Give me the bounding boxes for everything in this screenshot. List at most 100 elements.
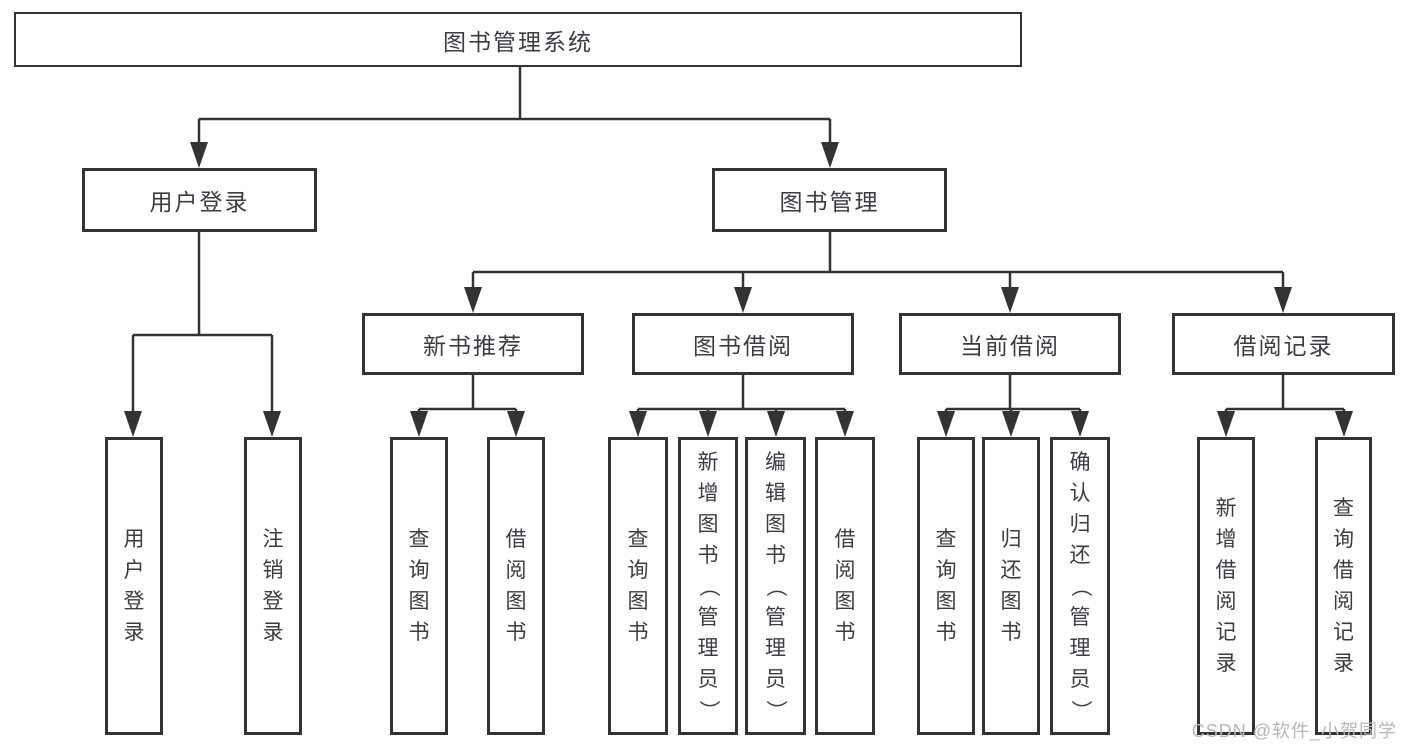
- node-label-char: 增: [697, 481, 719, 505]
- connector-arrowhead: [767, 411, 785, 437]
- node-label: 归还图书: [1001, 529, 1022, 643]
- node-label-char: 新: [1215, 497, 1237, 520]
- connector-arrowhead: [410, 411, 428, 437]
- node-label-char: 录: [1333, 652, 1354, 675]
- node-label-char: 借: [1333, 559, 1354, 582]
- node-label-char: 还: [1000, 559, 1022, 582]
- node-label: 借阅图书: [835, 529, 856, 643]
- connector-arrowhead: [699, 411, 717, 437]
- node-label-char: 员: [697, 667, 719, 691]
- node-label-char: 图: [935, 590, 957, 613]
- connector-arrowhead: [629, 411, 647, 437]
- node-label-char: 书: [627, 621, 649, 644]
- node-label-char: 查: [935, 528, 957, 551]
- node-user-login-leaf: 用户登录: [105, 437, 163, 735]
- node-label-char: 管: [697, 605, 719, 629]
- node-label: 查询图书: [409, 529, 430, 643]
- node-label-char: （: [696, 575, 720, 597]
- node-label-char: 借: [834, 528, 856, 551]
- connector-arrowhead: [821, 142, 839, 168]
- connector-arrowhead: [263, 411, 281, 437]
- csdn-watermark: CSDN @软件_小贺同学: [1191, 721, 1397, 741]
- node-label-char: 管: [765, 605, 786, 629]
- node-label-char: 理: [765, 636, 786, 660]
- node-label-char: 书: [697, 543, 719, 567]
- connector-arrowhead: [1002, 411, 1020, 437]
- node-label-char: 销: [262, 559, 284, 582]
- node-label-char: 登: [123, 590, 145, 613]
- connector-arrowhead: [1071, 411, 1089, 437]
- connector-arrowhead: [1001, 287, 1019, 313]
- node-label-char: 归: [1000, 528, 1022, 551]
- node-label: 用户登录: [124, 529, 145, 643]
- node-label-char: 查: [627, 528, 649, 551]
- node-label-char: 登: [262, 590, 284, 613]
- node-label-char: 理: [697, 636, 719, 660]
- node-label: 借阅图书: [506, 529, 527, 643]
- node-label: 编辑图书（管理员）: [764, 450, 787, 721]
- node-confirm-return-admin: 确认归还（管理员）: [1050, 437, 1110, 735]
- node-label-char: 员: [765, 667, 786, 691]
- node-borrow-books-newbook: 借阅图书: [487, 437, 545, 735]
- node-label-char: 管: [1069, 605, 1091, 629]
- node-query-borrow-record: 查询借阅记录: [1315, 437, 1372, 735]
- connector-arrowhead: [464, 287, 482, 313]
- node-label-char: 归: [1069, 512, 1091, 536]
- node-label-char: 记: [1333, 621, 1354, 644]
- node-label-char: 查: [1333, 497, 1354, 520]
- connector-arrowhead: [836, 411, 854, 437]
- node-label-char: 录: [1215, 652, 1237, 675]
- connector-arrowhead: [734, 287, 752, 313]
- node-label-char: 图: [834, 590, 856, 613]
- node-book-management: 图书管理: [712, 168, 947, 232]
- node-label: 注销登录: [263, 529, 284, 643]
- node-label-char: 书: [1000, 621, 1022, 644]
- node-label-char: ）: [764, 699, 787, 721]
- connector-arrowhead: [1217, 411, 1235, 437]
- node-label-char: 阅: [505, 559, 527, 582]
- node-label-char: 借: [505, 528, 527, 551]
- node-label-char: （: [764, 575, 787, 597]
- node-label-char: 用: [123, 528, 145, 551]
- node-label: 新增借阅记录: [1216, 498, 1237, 674]
- node-label-char: 编: [765, 450, 786, 474]
- node-label-char: 询: [627, 559, 649, 582]
- node-label-char: 图: [505, 590, 527, 613]
- node-current-borrowing: 当前借阅: [899, 313, 1121, 375]
- node-add-borrow-record: 新增借阅记录: [1197, 437, 1255, 735]
- node-label-char: 新: [697, 450, 719, 474]
- node-borrowing-records: 借阅记录: [1172, 313, 1395, 375]
- node-query-books-newbook: 查询图书: [390, 437, 448, 735]
- node-label-char: 图: [1000, 590, 1022, 613]
- node-user-login: 用户登录: [82, 168, 317, 232]
- node-return-books: 归还图书: [982, 437, 1040, 735]
- node-label-char: 户: [123, 559, 145, 582]
- connector-arrowhead: [1335, 411, 1353, 437]
- node-label-char: 图: [408, 590, 430, 613]
- node-logout-leaf: 注销登录: [244, 437, 302, 735]
- node-label-char: 阅: [1215, 590, 1237, 613]
- connector-arrowhead: [190, 142, 208, 168]
- node-library-management-system: 图书管理系统: [14, 12, 1022, 67]
- node-label: 查询借阅记录: [1333, 498, 1354, 674]
- node-label: 新增图书（管理员）: [696, 450, 720, 721]
- node-label-char: 询: [1333, 528, 1354, 551]
- node-query-books-borrow: 查询图书: [608, 437, 668, 735]
- node-label-char: （: [1068, 575, 1092, 597]
- node-label-char: ）: [1068, 699, 1092, 721]
- node-label-char: 书: [765, 543, 786, 567]
- node-label-char: 图: [697, 512, 719, 536]
- node-label-char: 书: [408, 621, 430, 644]
- node-label-char: 图: [627, 590, 649, 613]
- connector-arrowhead: [1274, 287, 1292, 313]
- node-label-char: 认: [1069, 481, 1091, 505]
- node-label-char: 书: [935, 621, 957, 644]
- node-label-char: 录: [262, 621, 284, 644]
- node-label-char: 阅: [1333, 590, 1354, 613]
- node-label: 查询图书: [628, 529, 649, 643]
- node-label-char: 注: [262, 528, 284, 551]
- node-label-char: 录: [123, 621, 145, 644]
- node-label-char: 书: [505, 621, 527, 644]
- node-label-char: 员: [1069, 667, 1091, 691]
